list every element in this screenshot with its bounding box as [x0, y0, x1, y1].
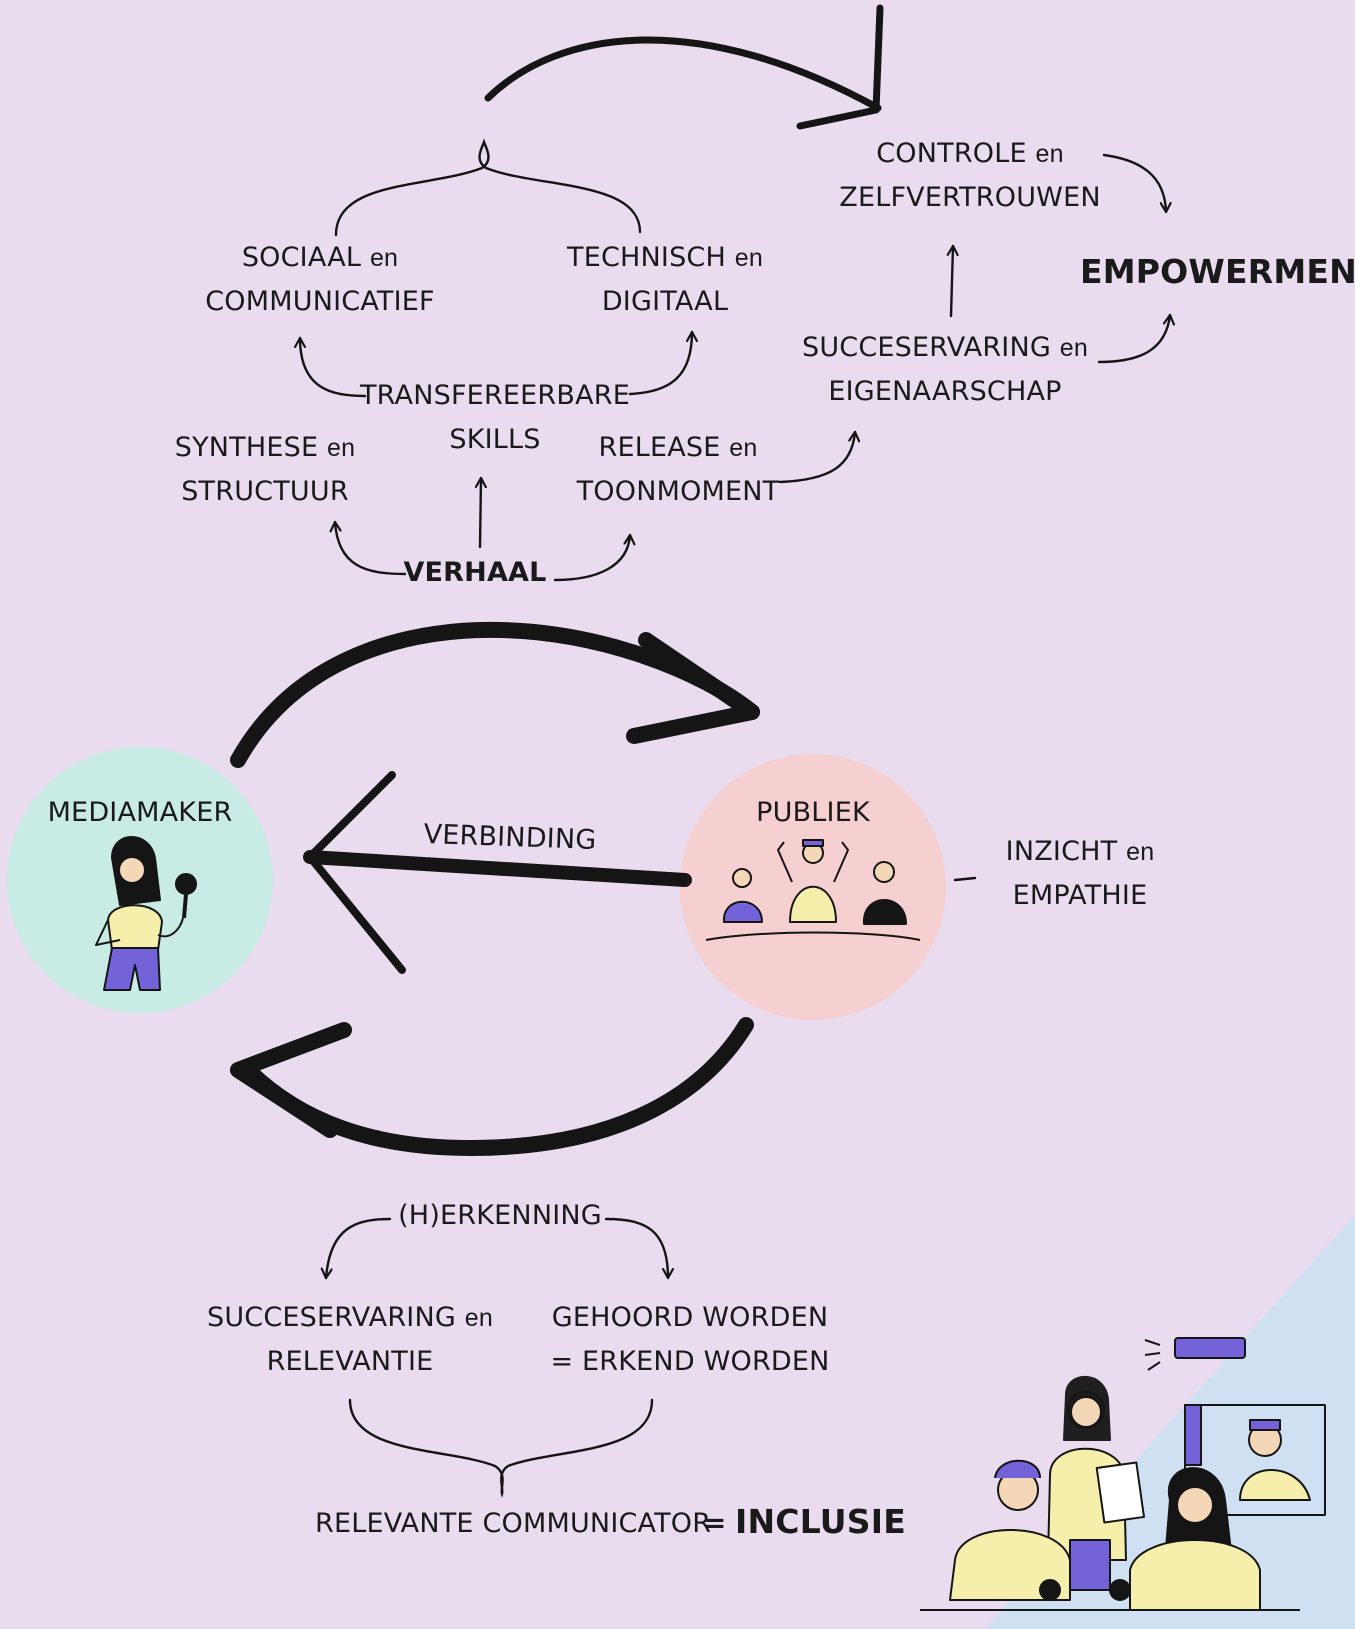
node-succes-relevantie: SUCCESERVARING en RELEVANTIE: [206, 1302, 494, 1377]
brace-bottom: [348, 1398, 654, 1498]
node-release: RELEASE en TOONMOMENT: [576, 432, 780, 507]
node-mediamaker: MEDIAMAKER: [47, 797, 233, 828]
node-transfer: TRANSFEREERBARE SKILLS: [359, 380, 630, 455]
team-illustration: [920, 1337, 1326, 1611]
top-arrow: [484, 4, 884, 130]
thin-arrows: [300, 153, 1170, 1280]
node-publiek: PUBLIEK: [756, 797, 870, 828]
node-herkenning: (H)ERKENNING: [398, 1200, 602, 1231]
publiek-illustration: [705, 839, 921, 941]
node-communicator: RELEVANTE COMMUNICATOR: [315, 1508, 712, 1539]
node-controle: CONTROLE en ZELFVERTROUWEN: [839, 138, 1101, 213]
node-verhaal: VERHAAL: [403, 557, 547, 588]
node-synthese: SYNTHESE en STRUCTUUR: [174, 432, 356, 507]
node-succes-eigen: SUCCESERVARING en EIGENAARSCHAP: [801, 332, 1089, 407]
node-verbinding: VERBINDING: [423, 818, 597, 857]
node-gehoord: GEHOORD WORDEN = ERKEND WORDEN: [550, 1302, 830, 1377]
node-technisch: TECHNISCH en DIGITAAL: [567, 242, 763, 317]
brace-top: [334, 138, 642, 237]
node-inclusie: INCLUSIE: [735, 1502, 906, 1541]
node-empowerment: EMPOWERMENT: [1080, 252, 1355, 291]
node-inzicht: INZICHT en EMPATHIE: [1005, 836, 1155, 911]
big-arrows: [230, 621, 760, 1156]
node-sociaal: SOCIAAL en COMMUNICATIEF: [205, 242, 435, 317]
node-equals: =: [703, 1508, 727, 1539]
mediamaker-illustration: [95, 836, 197, 991]
